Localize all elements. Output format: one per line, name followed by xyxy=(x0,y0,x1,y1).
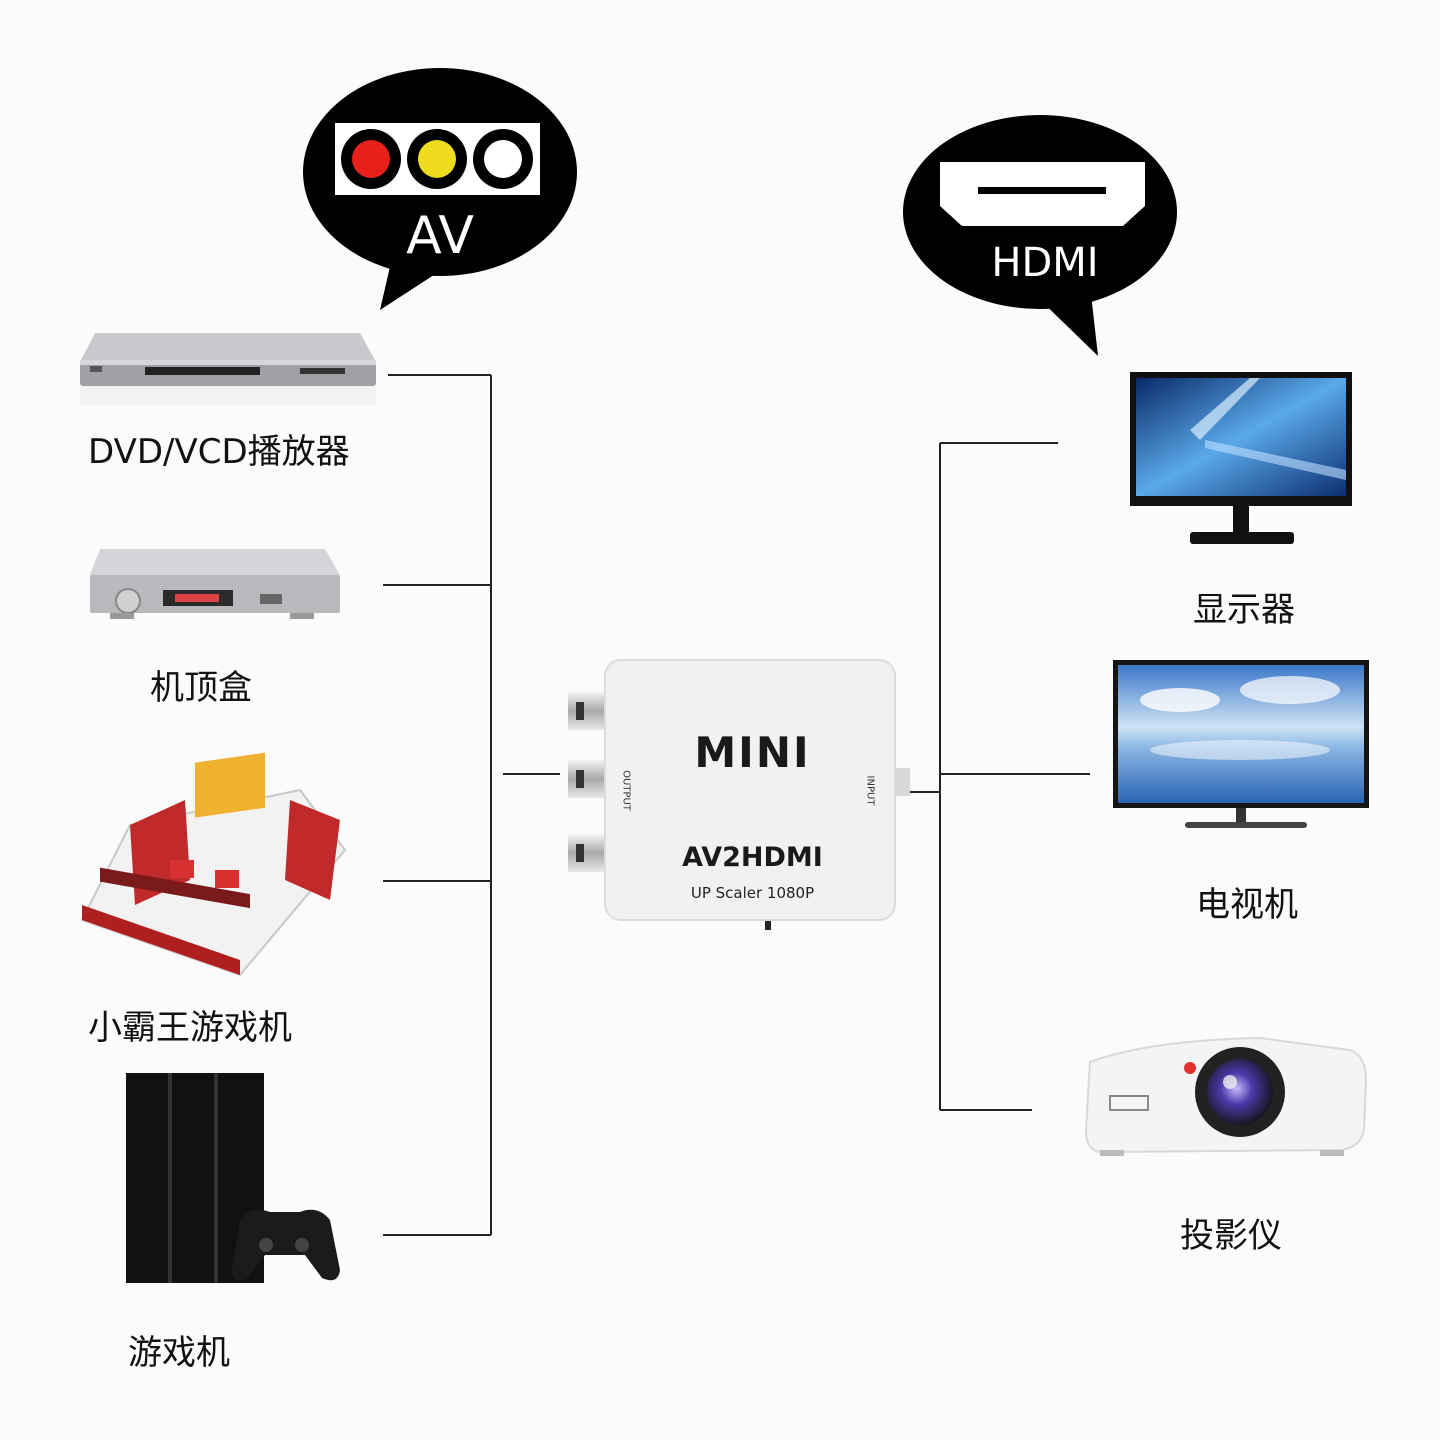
projector-icon xyxy=(1084,1036,1368,1156)
source-label-game-console: 游戏机 xyxy=(128,1333,230,1373)
tv-icon xyxy=(1113,660,1369,828)
rca-yellow-jack-icon xyxy=(407,129,467,189)
set-top-box-icon xyxy=(90,549,340,619)
rca-red-jack-icon xyxy=(341,129,401,189)
rca-white-jack-icon xyxy=(473,129,533,189)
dvd-player-icon xyxy=(80,333,376,406)
destination-label-projector: 投影仪 xyxy=(1180,1216,1282,1256)
source-label-retro-console: 小霸王游戏机 xyxy=(88,1008,292,1048)
retro-console-icon xyxy=(80,752,347,977)
destination-label-monitor: 显示器 xyxy=(1193,590,1295,630)
converter-model: AV2HDMI xyxy=(682,842,823,873)
source-label-set-top-box: 机顶盒 xyxy=(150,668,252,708)
monitor-icon xyxy=(1130,372,1352,544)
converter-subtitle: UP Scaler 1080P xyxy=(690,884,815,902)
destination-label-tv: 电视机 xyxy=(1196,885,1298,925)
converter-brand: MINI xyxy=(694,728,811,777)
source-label-dvd: DVD/VCD播放器 xyxy=(88,432,350,472)
av-bubble-label: AV xyxy=(406,206,474,266)
game-console-icon xyxy=(126,1073,340,1283)
hdmi-bubble-label: HDMI xyxy=(991,240,1099,286)
